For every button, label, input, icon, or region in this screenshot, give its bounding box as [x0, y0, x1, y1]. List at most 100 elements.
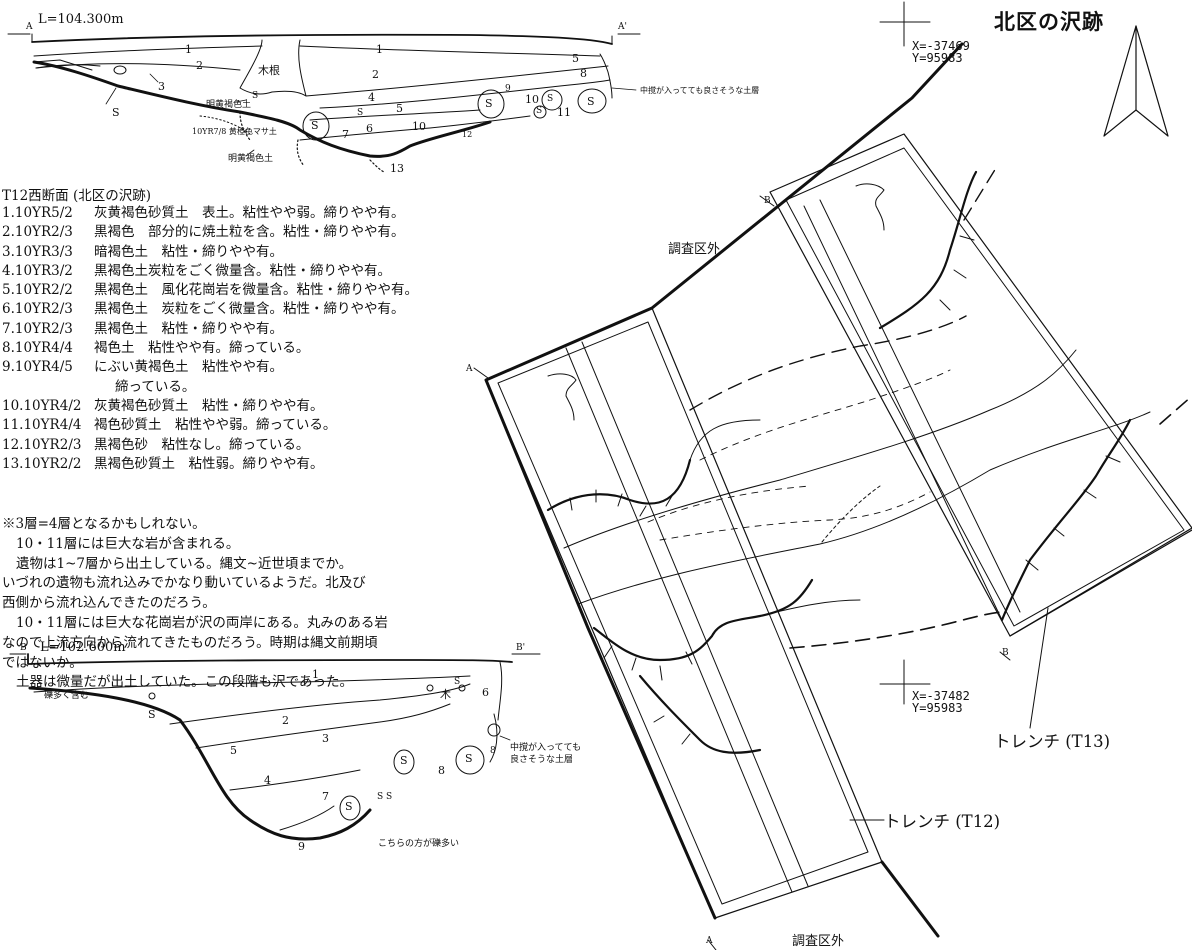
outside-area-label-bottom: 調査区外: [792, 934, 845, 949]
observation-notes: ※3層=4層となるかもしれない。 10・11層には巨大な岩が含まれる。 遺物は1…: [2, 515, 388, 693]
coord-top-y: Y=95983: [912, 51, 963, 65]
section-b-stone: S: [400, 754, 408, 767]
coord-bottom-x: X=-37482: [912, 689, 970, 703]
section-a-stone: S: [252, 91, 259, 101]
section-b-intrusion-1: 中撹が入ってても: [510, 743, 582, 753]
section-a-layer-1: 1: [185, 43, 192, 56]
section-b-gravel-note: 礫多く含む: [44, 691, 90, 701]
section-a-stone: S: [587, 95, 595, 108]
plan-marker-a-bottom: A: [706, 936, 713, 946]
section-b-stone: S: [454, 677, 461, 687]
section-b-gravel-more: こちらの方が礫多い: [378, 839, 460, 849]
section-a-intrusion-note: 中撹が入ってても良さそうな土層: [640, 86, 760, 95]
section-a-layer-5b: 5: [572, 52, 579, 65]
section-a-left-marker: A: [26, 22, 33, 32]
section-b-stone: S: [148, 708, 156, 721]
section-a-bright-brown-2: 明黄褐色土: [228, 154, 274, 164]
section-b-layer-9: 9: [298, 840, 305, 853]
section-b-stone: S: [345, 800, 353, 813]
note-line: 遺物は1~7層から出土している。縄文~近世頃までか。: [16, 555, 353, 572]
section-b-wood: 木: [440, 688, 451, 701]
section-b-level: L=102.600m: [40, 640, 126, 655]
note-line: 10・11層には巨大な花崗岩が沢の両岸にある。丸みのある岩: [16, 614, 388, 631]
section-a-layer-1b: 1: [376, 43, 383, 56]
section-a-layer-5: 5: [396, 102, 403, 115]
section-a-layer-13: 13: [390, 162, 404, 175]
section-a-layer-12: 12: [462, 130, 473, 139]
section-b-right-marker: B': [516, 643, 526, 653]
section-a-stone: S: [485, 97, 493, 110]
section-b-stone: S: [377, 792, 384, 802]
section-a-layer-2: 2: [196, 59, 203, 72]
legend-title: T12西断面 (北区の沢跡): [2, 188, 152, 204]
section-a-layer-8: 8: [580, 67, 587, 80]
note-line: ※3層=4層となるかもしれない。: [2, 516, 206, 532]
section-a-layer-10b: 10: [525, 93, 539, 106]
section-a-level: L=104.300m: [38, 12, 124, 27]
section-b-stone: S: [386, 792, 393, 802]
section-a-stone: S: [547, 94, 554, 104]
section-a-stone: S: [311, 119, 319, 132]
section-b-layer-8: 8: [438, 764, 445, 777]
section-a-right-marker: A': [618, 22, 627, 32]
outside-area-label-top: 調査区外: [668, 242, 721, 257]
section-a-layer-2b: 2: [372, 68, 379, 81]
section-b-layer-6: 6: [482, 686, 489, 699]
note-line: 西側から流れ込んできたのだろう。: [2, 595, 216, 612]
section-a-drawing: [7, 33, 641, 173]
coord-top-x: X=-37469: [912, 39, 970, 53]
plan-marker-b-bottom: B: [1002, 648, 1009, 658]
section-a-layer-4: 4: [368, 91, 375, 104]
section-a-layer-7: 7: [342, 128, 349, 141]
section-a-stone: S: [357, 108, 364, 118]
section-a-layer-6: 6: [366, 122, 373, 135]
note-line: いづれの遺物も流れ込みでかなり動いているようだ。北及び: [2, 575, 366, 592]
section-b-left-marker: B: [20, 643, 27, 653]
plan-marker-b-top: B: [764, 196, 771, 206]
section-b-layer-5: 5: [230, 744, 237, 757]
section-a-layer-11: 11: [557, 106, 571, 119]
map-title: 北区の沢跡: [994, 10, 1104, 34]
section-b-intrusion-2: 良さそうな土層: [510, 755, 574, 765]
legend-row-continuation: 締っている。: [115, 378, 196, 395]
section-a-layer-9: 9: [505, 84, 511, 94]
plan-map: [473, 1, 1192, 950]
section-a-layer-3: 3: [158, 80, 165, 93]
section-a-stone: S: [112, 106, 120, 119]
section-b-stone: S: [465, 752, 473, 765]
note-line: 土器は微量だが出土していた。この段階も沢であった。: [16, 674, 353, 691]
section-a-layer-10: 10: [412, 120, 426, 133]
plan-marker-a-left: A: [466, 364, 473, 374]
trench-t13-label: トレンチ (T13): [994, 732, 1111, 751]
section-a-bright-brown-1: 明黄褐色土: [206, 100, 252, 110]
section-b-layer-4: 4: [264, 774, 271, 787]
section-b-layer-3: 3: [322, 732, 329, 745]
coord-bottom-y: Y=95983: [912, 701, 963, 715]
section-b-layer-8b: 8: [490, 746, 496, 756]
section-b-layer-2: 2: [282, 714, 289, 727]
note-line: ではないか。: [2, 654, 83, 671]
note-line: なので上流方向から流れてきたものだろう。時期は縄文前期頃: [2, 634, 378, 651]
note-line: 10・11層には巨大な岩が含まれる。: [16, 535, 240, 552]
section-a-stone: S: [536, 106, 543, 116]
section-a-tree-root: 木根: [258, 64, 280, 77]
trench-t12-label: トレンチ (T12): [884, 812, 1001, 831]
section-b-layer-1: 1: [312, 668, 319, 681]
section-b-drawing: [9, 653, 541, 841]
